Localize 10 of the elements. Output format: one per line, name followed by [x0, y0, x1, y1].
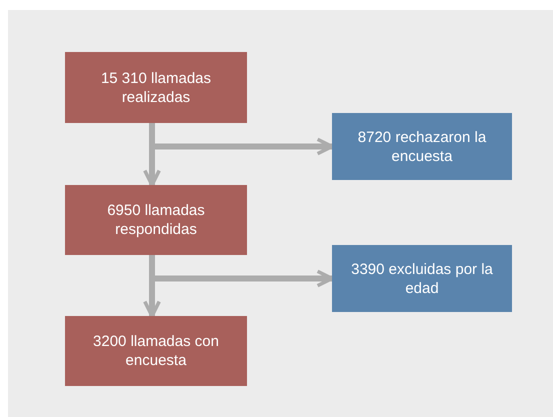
process-box: [332, 113, 512, 180]
process-box: [332, 245, 512, 312]
box-label: 3390 excluidas por la edad: [350, 260, 494, 298]
box-label: 8720 rechazaron la encuesta: [356, 128, 488, 166]
process-box: [65, 52, 247, 123]
process-box: [65, 316, 247, 386]
box-label: 3200 llamadas con encuesta: [92, 332, 220, 370]
box-label: 6950 llamadas respondidas: [106, 201, 206, 239]
process-box: [65, 185, 247, 255]
box-label: 15 310 llamadas realizadas: [100, 68, 212, 106]
